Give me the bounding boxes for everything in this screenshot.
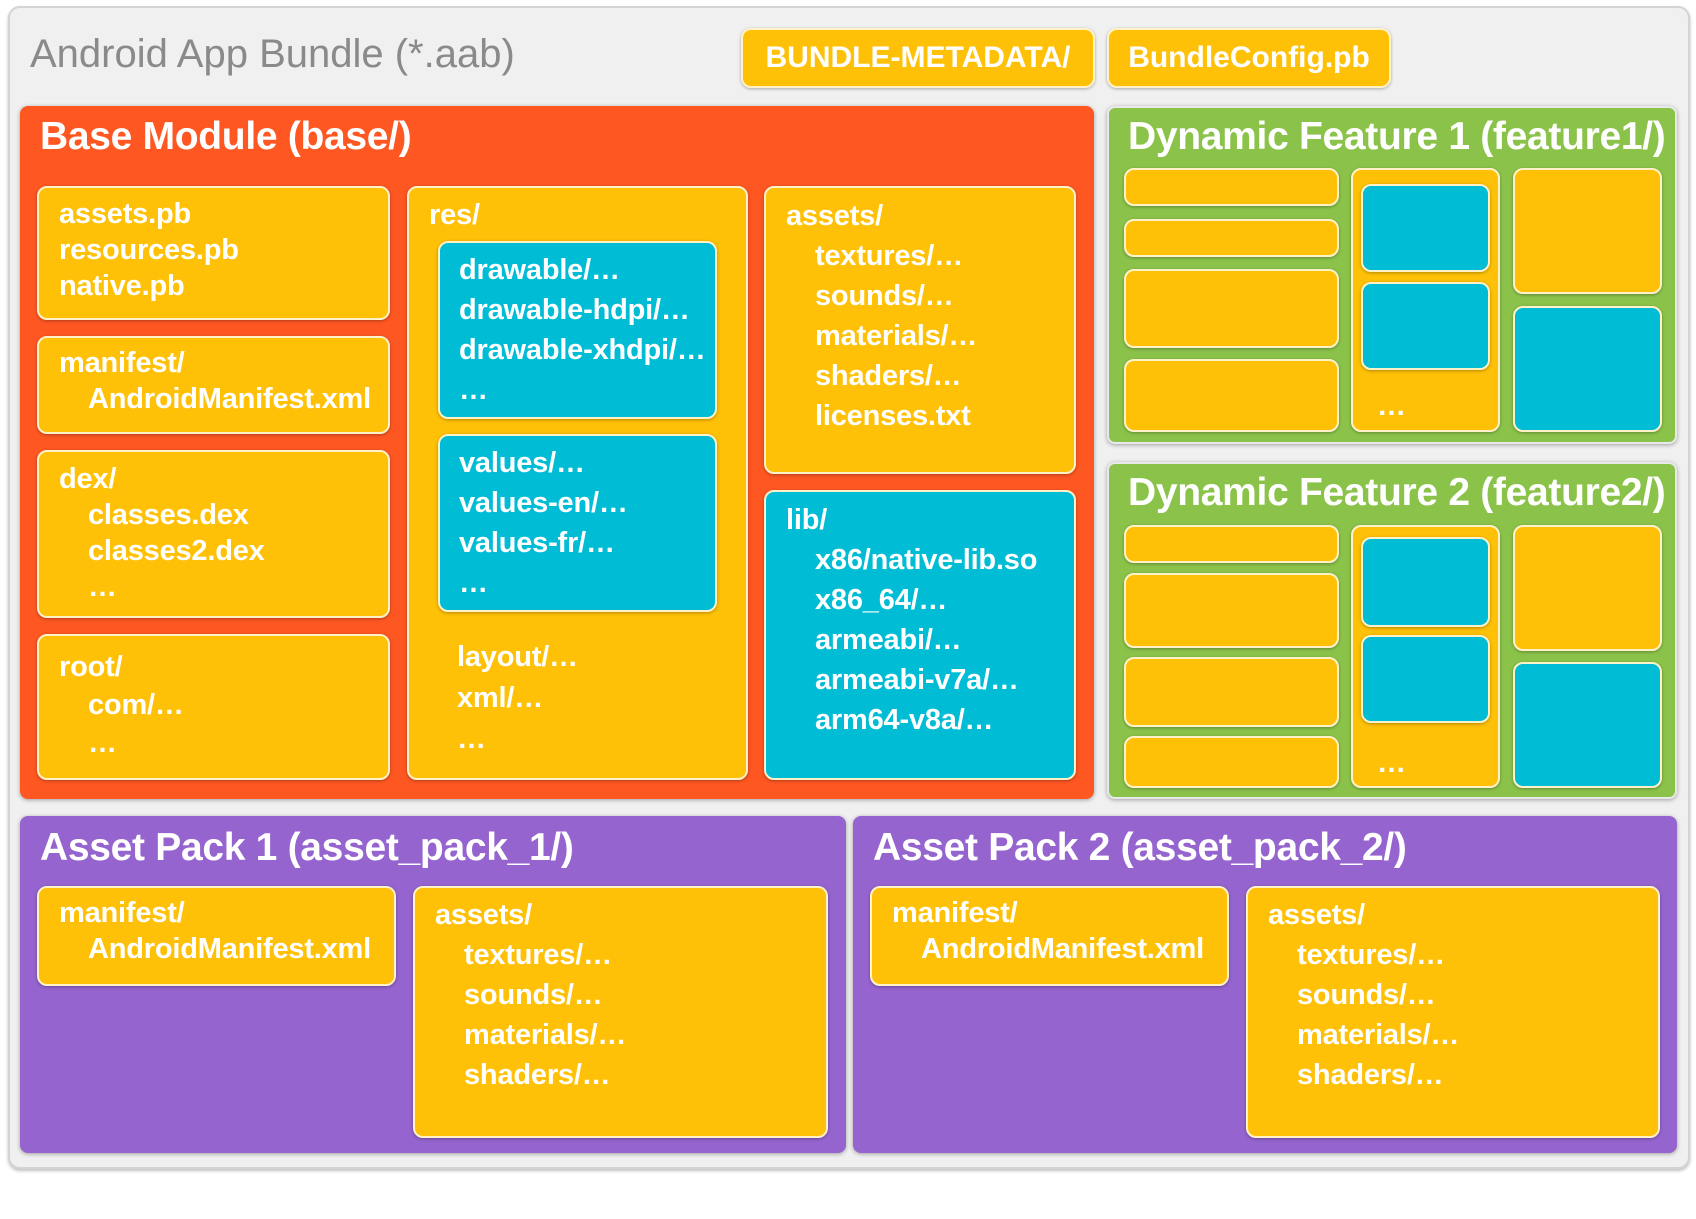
manifest-file: AndroidManifest.xml bbox=[88, 933, 371, 965]
asset-pack-2-title: Asset Pack 2 (asset_pack_2/) bbox=[873, 826, 1407, 869]
res-dir-label: res/ bbox=[429, 199, 480, 231]
manifest-dir-box: manifest/ AndroidManifest.xml bbox=[37, 336, 390, 434]
res-other-dir: layout/… bbox=[457, 641, 578, 673]
lib-entry: x86/native-lib.so bbox=[815, 544, 1038, 576]
pb-files-box: assets.pb resources.pb native.pb bbox=[37, 186, 390, 320]
assets-dir-label: assets/ bbox=[786, 200, 883, 232]
res-other-dir: xml/… bbox=[457, 682, 544, 714]
feature2-item bbox=[1124, 525, 1339, 563]
feature1-item bbox=[1513, 168, 1662, 294]
feature1-res-group bbox=[1361, 282, 1490, 370]
feature2-ellipsis: … bbox=[1377, 747, 1406, 779]
feature2-res-group bbox=[1361, 537, 1490, 627]
assets-entry: textures/… bbox=[464, 939, 612, 971]
assets-entry: licenses.txt bbox=[815, 400, 971, 432]
manifest-dir-label: manifest/ bbox=[892, 897, 1018, 929]
pb-file: assets.pb bbox=[59, 198, 191, 230]
asset-pack-1-manifest-box: manifest/ AndroidManifest.xml bbox=[37, 886, 396, 986]
dex-file: classes2.dex bbox=[88, 535, 265, 567]
dex-file: classes.dex bbox=[88, 499, 249, 531]
manifest-file: AndroidManifest.xml bbox=[921, 933, 1204, 965]
pb-file: native.pb bbox=[59, 270, 185, 302]
feature2-item bbox=[1124, 657, 1339, 727]
bundle-title: Android App Bundle (*.aab) bbox=[30, 32, 515, 76]
manifest-dir-label: manifest/ bbox=[59, 897, 185, 929]
bundle-config-file: BundleConfig.pb bbox=[1107, 28, 1391, 88]
assets-dir-label: assets/ bbox=[1268, 899, 1365, 931]
assets-dir-label: assets/ bbox=[435, 899, 532, 931]
assets-entry: shaders/… bbox=[1297, 1059, 1444, 1091]
assets-entry: sounds/… bbox=[464, 979, 603, 1011]
assets-entry: materials/… bbox=[1297, 1019, 1460, 1051]
root-dir-box: root/ com/… … bbox=[37, 634, 390, 780]
base-assets-box: assets/ textures/… sounds/… materials/… … bbox=[764, 186, 1076, 474]
assets-entry: materials/… bbox=[464, 1019, 627, 1051]
dynamic-feature-2-title: Dynamic Feature 2 (feature2/) bbox=[1128, 471, 1666, 514]
values-dir: values-en/… bbox=[459, 487, 628, 519]
dynamic-feature-1-title: Dynamic Feature 1 (feature1/) bbox=[1128, 115, 1666, 158]
res-other-dir: … bbox=[457, 723, 486, 755]
feature2-item bbox=[1124, 736, 1339, 788]
lib-dir-label: lib/ bbox=[786, 504, 828, 536]
root-entry: … bbox=[88, 727, 117, 759]
lib-entry: x86_64/… bbox=[815, 584, 948, 616]
root-dir-label: root/ bbox=[59, 651, 123, 683]
assets-entry: textures/… bbox=[1297, 939, 1445, 971]
values-dir: values/… bbox=[459, 447, 585, 479]
asset-pack-1-assets-box: assets/ textures/… sounds/… materials/… … bbox=[413, 886, 828, 1138]
dex-dir-label: dex/ bbox=[59, 463, 117, 495]
bundle-metadata-dir: BUNDLE-METADATA/ bbox=[741, 28, 1095, 88]
lib-entry: armeabi-v7a/… bbox=[815, 664, 1019, 696]
feature2-lib-group bbox=[1513, 662, 1662, 788]
feature1-item bbox=[1124, 359, 1339, 432]
lib-entry: arm64-v8a/… bbox=[815, 704, 994, 736]
feature2-item bbox=[1124, 573, 1339, 648]
dex-file: … bbox=[88, 571, 117, 603]
assets-entry: materials/… bbox=[815, 320, 978, 352]
assets-entry: sounds/… bbox=[815, 280, 954, 312]
root-entry: com/… bbox=[88, 689, 184, 721]
base-module-title: Base Module (base/) bbox=[40, 115, 412, 158]
manifest-file: AndroidManifest.xml bbox=[88, 383, 371, 415]
manifest-dir-label: manifest/ bbox=[59, 347, 185, 379]
drawable-group: drawable/… drawable-hdpi/… drawable-xhdp… bbox=[438, 241, 717, 419]
lib-dir-box: lib/ x86/native-lib.so x86_64/… armeabi/… bbox=[764, 490, 1076, 780]
assets-entry: shaders/… bbox=[815, 360, 962, 392]
feature1-ellipsis: … bbox=[1377, 390, 1406, 422]
drawable-dir: drawable/… bbox=[459, 254, 620, 286]
pb-file: resources.pb bbox=[59, 234, 239, 266]
feature1-item bbox=[1124, 269, 1339, 348]
asset-pack-1-title: Asset Pack 1 (asset_pack_1/) bbox=[40, 826, 574, 869]
feature2-res-group bbox=[1361, 635, 1490, 723]
asset-pack-2-manifest-box: manifest/ AndroidManifest.xml bbox=[870, 886, 1229, 986]
lib-entry: armeabi/… bbox=[815, 624, 962, 656]
assets-entry: textures/… bbox=[815, 240, 963, 272]
assets-entry: shaders/… bbox=[464, 1059, 611, 1091]
feature1-item bbox=[1124, 168, 1339, 206]
feature2-item bbox=[1513, 525, 1662, 651]
drawable-dir: drawable-xhdpi/… bbox=[459, 334, 706, 366]
feature1-item bbox=[1124, 219, 1339, 257]
dex-dir-box: dex/ classes.dex classes2.dex … bbox=[37, 450, 390, 618]
drawable-dir: drawable-hdpi/… bbox=[459, 294, 690, 326]
drawable-dir: … bbox=[459, 374, 488, 406]
values-group: values/… values-en/… values-fr/… … bbox=[438, 434, 717, 612]
assets-entry: sounds/… bbox=[1297, 979, 1436, 1011]
values-dir: values-fr/… bbox=[459, 527, 615, 559]
feature1-res-group bbox=[1361, 184, 1490, 272]
feature1-lib-group bbox=[1513, 306, 1662, 432]
values-dir: … bbox=[459, 567, 488, 599]
asset-pack-2-assets-box: assets/ textures/… sounds/… materials/… … bbox=[1246, 886, 1660, 1138]
